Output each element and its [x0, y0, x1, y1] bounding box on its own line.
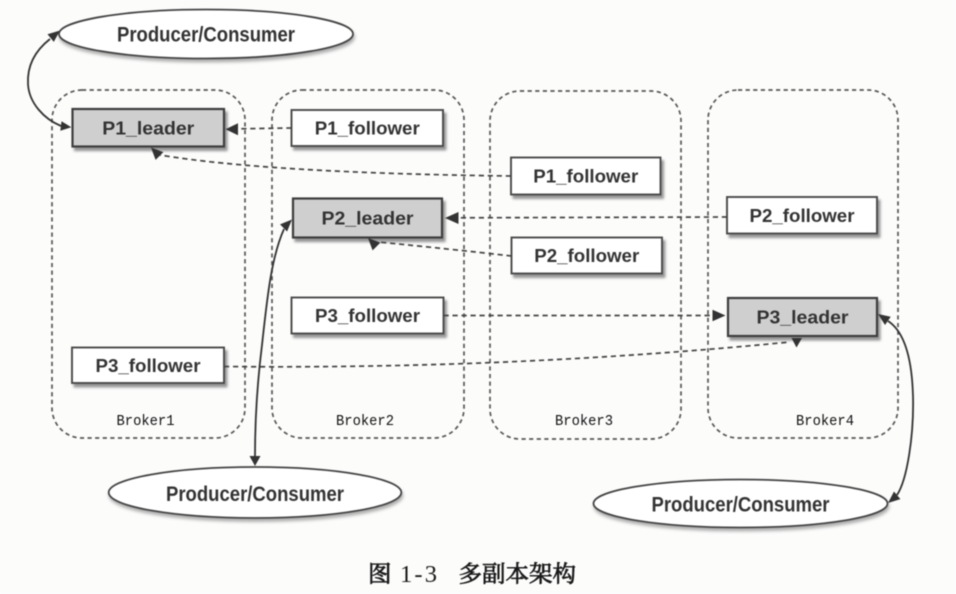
svg-text:Broker3: Broker3: [555, 413, 613, 430]
svg-text:P3_follower: P3_follower: [96, 355, 201, 376]
svg-text:P1_leader: P1_leader: [102, 117, 194, 138]
svg-text:Broker2: Broker2: [336, 413, 394, 430]
svg-text:P2_follower: P2_follower: [750, 205, 855, 226]
svg-text:P1_follower: P1_follower: [315, 118, 420, 139]
svg-text:Producer/Consumer: Producer/Consumer: [166, 483, 344, 506]
svg-text:P3_follower: P3_follower: [315, 305, 420, 326]
svg-text:Producer/Consumer: Producer/Consumer: [117, 24, 295, 47]
svg-text:P1_follower: P1_follower: [533, 166, 638, 187]
svg-text:Broker1: Broker1: [117, 413, 175, 430]
svg-text:P3_leader: P3_leader: [757, 307, 849, 328]
svg-text:P2_leader: P2_leader: [322, 208, 414, 229]
svg-text:Producer/Consumer: Producer/Consumer: [652, 494, 830, 517]
svg-text:1-3: 1-3: [400, 561, 437, 588]
svg-text:P2_follower: P2_follower: [534, 245, 639, 266]
svg-text:Broker4: Broker4: [796, 413, 854, 430]
